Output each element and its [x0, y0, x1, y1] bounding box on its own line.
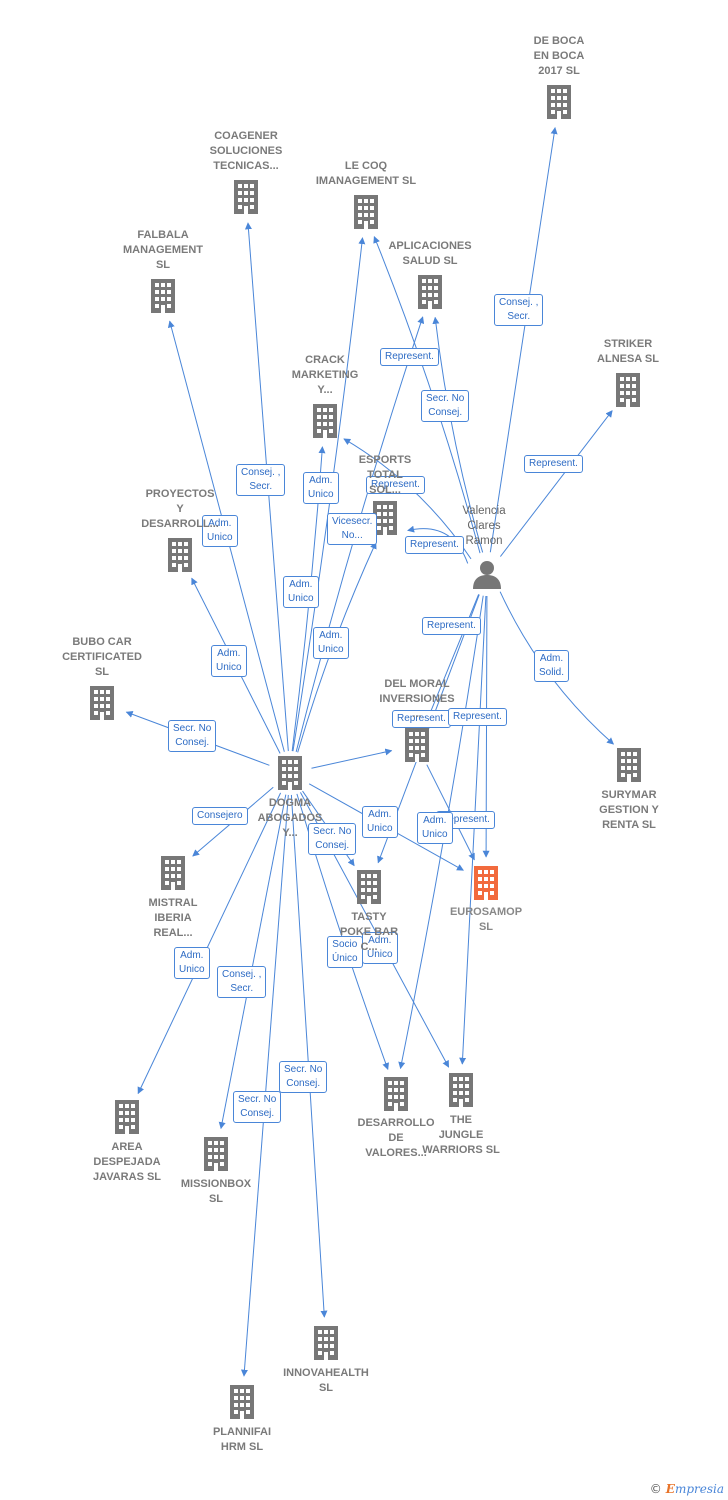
building-icon[interactable] [357, 870, 381, 904]
building-icon[interactable] [115, 1100, 139, 1134]
edge-dogma-to-plannifai [240, 794, 289, 1377]
building-icon[interactable] [161, 856, 185, 890]
edge-label-adm-unico[interactable]: Adm. Unico [303, 472, 339, 504]
building-icon[interactable] [384, 1077, 408, 1111]
edge-label-adm-solid[interactable]: Adm. Solid. [534, 650, 570, 682]
edge-label-consejero[interactable]: Consejero [192, 807, 248, 825]
node-label-crack[interactable]: CRACK MARKETING Y... [291, 354, 359, 396]
node-label-mistral[interactable]: MISTRAL IBERIA REAL... [148, 897, 198, 939]
building-icon[interactable] [230, 1385, 254, 1419]
edge-label-represent[interactable]: Represent. [422, 617, 481, 635]
building-icon[interactable] [313, 404, 337, 438]
building-icon[interactable] [151, 279, 175, 313]
edge-label-adm-unico[interactable]: Adm. Unico [362, 932, 398, 964]
edge-label-secr-no-consej[interactable]: Secr. No Consej. [233, 1091, 282, 1123]
node-label-delmoral[interactable]: DEL MORAL INVERSIONES ... [379, 678, 455, 720]
logo-initial: E [665, 1482, 675, 1496]
node-label-proyectos[interactable]: PROYECTOS Y DESARROLL... [141, 488, 219, 530]
edge-label-secr-no-consej[interactable]: Secr. No Consej. [168, 720, 217, 752]
edge-label-represent[interactable]: Represent. [366, 476, 425, 494]
node-label-plannifai[interactable]: PLANNIFAI HRM SL [212, 1426, 272, 1453]
building-icon[interactable] [204, 1137, 228, 1171]
edge-label-secr-no-consej[interactable]: Secr. No Consej. [308, 823, 357, 855]
edge-label-adm-unico[interactable]: Adm. Unico [174, 947, 210, 979]
node-label-eurosamop[interactable]: EUROSAMOP SL [449, 906, 523, 933]
building-icon[interactable] [449, 1073, 473, 1107]
edge-label-consej-secr[interactable]: Consej. , Secr. [494, 294, 544, 326]
node-label-valencia[interactable]: Valencia Clares Ramon [462, 505, 506, 547]
building-icon[interactable] [405, 728, 429, 762]
node-label-dogma[interactable]: DOGMA ABOGADOS Y... [257, 797, 323, 839]
focus-building-icon[interactable] [474, 866, 498, 900]
node-label-innova[interactable]: INNOVAHEALTH SL [283, 1367, 369, 1394]
edge-valencia-to-aplicaciones [432, 316, 484, 553]
copyright-icon: © [649, 1482, 662, 1496]
edge-label-socio-nico[interactable]: Socio Único [327, 936, 363, 968]
building-icon[interactable] [90, 686, 114, 720]
node-label-striker[interactable]: STRIKER ALNESA SL [597, 338, 659, 365]
building-icon[interactable] [547, 85, 571, 119]
edge-label-represent[interactable]: Represent. [380, 348, 439, 366]
edge-dogma-to-missionbox [218, 794, 287, 1130]
edge-label-adm-unico[interactable]: Adm. Unico [283, 576, 319, 608]
edge-label-consej-secr[interactable]: Consej. , Secr. [217, 966, 267, 998]
edge-valencia-to-delmoral [425, 594, 480, 722]
edge-valencia-to-esports [407, 525, 469, 564]
building-icon[interactable] [418, 275, 442, 309]
person-icon[interactable] [473, 561, 501, 589]
edge-label-represent[interactable]: Represent. [524, 455, 583, 473]
edge-dogma-to-area [137, 792, 282, 1095]
edge-label-adm-unico[interactable]: Adm. Unico [362, 806, 398, 838]
nodes-layer [90, 85, 641, 1419]
node-label-surymar[interactable]: SURYMAR GESTION Y RENTA SL [599, 789, 659, 831]
edge-label-secr-no-consej[interactable]: Secr. No Consej. [279, 1061, 328, 1093]
edge-valencia-to-striker [499, 410, 613, 557]
building-icon[interactable] [354, 195, 378, 229]
edge-valencia-to-jungle [459, 595, 487, 1065]
edge-label-adm-unico[interactable]: Adm. Unico [202, 515, 238, 547]
edge-label-secr-no-consej[interactable]: Secr. No Consej. [421, 390, 470, 422]
building-icon[interactable] [616, 373, 640, 407]
edge-label-represent[interactable]: Represent. [405, 536, 464, 554]
edge-dogma-to-desarrollo [296, 793, 389, 1070]
node-label-tasty[interactable]: TASTY POKE BAR C... [339, 911, 399, 953]
node-label-deboca[interactable]: DE BOCA EN BOCA 2017 SL [533, 35, 585, 77]
node-label-bubo[interactable]: BUBO CAR CERTIFICATED SL [62, 636, 142, 678]
edge-label-represent[interactable]: Represent. [448, 708, 507, 726]
node-label-coagener[interactable]: COAGENER SOLUCIONES TECNICAS... [209, 130, 283, 172]
empresia-logo[interactable]: ©Empresia [650, 1482, 724, 1496]
building-icon[interactable] [234, 180, 258, 214]
node-label-falbala[interactable]: FALBALA MANAGEMENT SL [122, 229, 204, 271]
edge-label-consej-secr[interactable]: Consej. , Secr. [236, 464, 286, 496]
node-label-jungle[interactable]: THE JUNGLE WARRIORS SL [422, 1114, 500, 1156]
building-icon[interactable] [168, 538, 192, 572]
node-label-esports[interactable]: ESPORTS TOTAL SOL... [358, 454, 412, 496]
edge-label-vicesecr-no[interactable]: Vicesecr. No... [327, 513, 378, 545]
edge-label-adm-unico[interactable]: Adm. Unico [313, 627, 349, 659]
logo-text: mpresia [674, 1482, 724, 1496]
node-label-aplicaciones[interactable]: APLICACIONES SALUD SL [388, 240, 472, 267]
edge-dogma-to-innova [290, 794, 328, 1318]
building-icon[interactable] [617, 748, 641, 782]
node-label-missionbox[interactable]: MISSIONBOX SL [180, 1178, 252, 1205]
edge-dogma-to-delmoral [311, 748, 393, 769]
edge-valencia-to-deboca [489, 127, 558, 553]
building-icon[interactable] [314, 1326, 338, 1360]
node-label-desarrollo[interactable]: DESARROLLO DE VALORES... [357, 1117, 435, 1159]
edge-label-adm-unico[interactable]: Adm. Unico [417, 812, 453, 844]
node-label-lecoq[interactable]: LE COQ IMANAGEMENT SL [315, 160, 417, 187]
edge-label-adm-unico[interactable]: Adm. Unico [211, 645, 247, 677]
node-label-area[interactable]: AREA DESPEJADA JAVARAS SL [92, 1141, 162, 1183]
building-icon[interactable] [278, 756, 302, 790]
